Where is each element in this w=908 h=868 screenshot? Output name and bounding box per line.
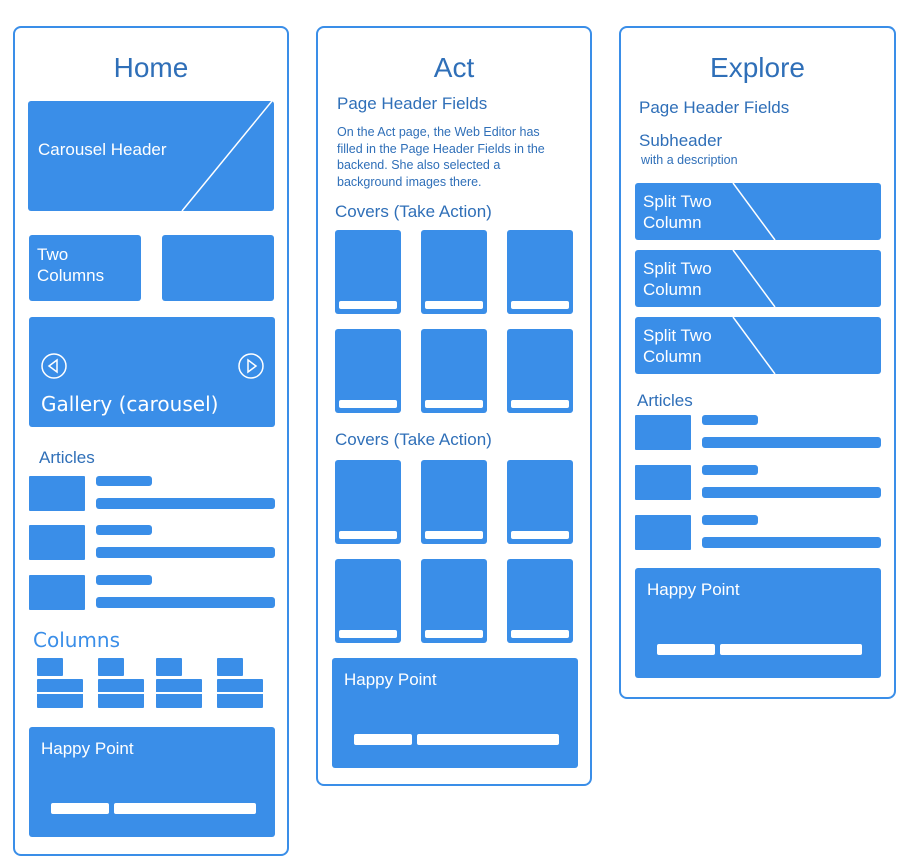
article-text-bar [702,537,881,548]
column-divider [37,692,83,694]
column-footer [37,705,83,708]
cover-button-bar [339,301,397,309]
act-covers-heading-2: Covers (Take Action) [335,430,492,449]
cover-button-bar [511,301,569,309]
cover-card[interactable] [421,329,487,413]
column-divider [156,692,202,694]
cover-button-bar [511,400,569,408]
article-thumb [635,515,691,550]
cover-button-bar [425,630,483,638]
article-text-bar [702,437,881,448]
split-two-column-block: Split Two Column [635,250,881,307]
column-footer [217,705,263,708]
cover-card[interactable] [335,460,401,544]
article-title-bar [96,476,152,486]
cover-button-bar [339,531,397,539]
split-two-column-block: Split Two Column [635,183,881,240]
split-two-column-label: Split Two Column [643,259,712,299]
cover-card[interactable] [421,460,487,544]
cover-card[interactable] [421,230,487,314]
button-bar[interactable] [657,644,715,655]
home-title: Home [113,52,189,83]
home-happy-point-block: Happy Point [29,727,275,837]
column-footer [98,705,144,708]
cover-card[interactable] [335,230,401,314]
act-title: Act [433,52,475,83]
split-two-column-block: Split Two Column [635,317,881,374]
act-page-header-fields: Page Header Fields [337,94,488,113]
button-bar[interactable] [51,803,109,814]
home-articles-heading: Articles [39,448,95,467]
two-columns-right-block [162,235,274,301]
carousel-header-label: Carousel Header [38,140,167,159]
cover-card[interactable] [335,329,401,413]
cover-button-bar [339,630,397,638]
explore-happy-point-block: Happy Point [635,568,881,678]
act-covers-heading-1: Covers (Take Action) [335,202,492,221]
home-columns-heading: Columns [33,628,121,652]
cover-card[interactable] [335,559,401,643]
article-title-bar [96,525,152,535]
article-title-bar [96,575,152,585]
cover-button-bar [425,400,483,408]
two-columns-left-block: Two Columns [29,235,141,301]
cover-card[interactable] [507,460,573,544]
button-bar[interactable] [417,734,559,745]
article-thumb [29,575,85,610]
cover-button-bar [339,400,397,408]
article-thumb [29,476,85,511]
gallery-block: Gallery (carousel) [29,317,275,427]
article-text-bar [96,597,275,608]
button-bar[interactable] [354,734,412,745]
act-panel: Act Page Header Fields On the Act page, … [316,26,592,786]
act-description: On the Act page, the Web Editor has fill… [337,125,545,189]
article-text-bar [96,547,275,558]
explore-page-header-fields: Page Header Fields [639,98,790,117]
home-happy-point-label: Happy Point [41,739,134,758]
column-divider [217,692,263,694]
cover-card[interactable] [507,329,573,413]
explore-articles-heading: Articles [637,391,693,410]
cover-card[interactable] [507,559,573,643]
cover-card[interactable] [507,230,573,314]
explore-subheader: Subheader [639,131,723,150]
act-happy-point-block: Happy Point [332,658,578,768]
cover-button-bar [511,531,569,539]
explore-subheader-desc: with a description [641,153,738,167]
button-bar[interactable] [114,803,256,814]
split-two-column-label: Split Two Column [643,192,712,232]
cover-button-bar [425,301,483,309]
act-happy-point-label: Happy Point [344,670,437,689]
article-title-bar [702,515,758,525]
button-bar[interactable] [720,644,862,655]
explore-panel: Explore Page Header Fields Subheader wit… [619,26,896,699]
cover-button-bar [425,531,483,539]
article-text-bar [96,498,275,509]
column-image [37,658,63,676]
column-footer [156,705,202,708]
carousel-header-block: Carousel Header [28,101,274,211]
chevron-left-icon[interactable] [40,352,68,380]
article-thumb [29,525,85,560]
cover-card[interactable] [421,559,487,643]
explore-title: Explore [710,52,805,83]
article-title-bar [702,415,758,425]
article-thumb [635,465,691,500]
cover-button-bar [511,630,569,638]
article-title-bar [702,465,758,475]
chevron-right-icon[interactable] [237,352,265,380]
article-text-bar [702,487,881,498]
column-image [98,658,124,676]
gallery-label: Gallery (carousel) [41,392,219,416]
home-panel: Home Carousel Header Two Columns Gallery… [13,26,289,856]
column-image [156,658,182,676]
explore-happy-point-label: Happy Point [647,580,740,599]
column-divider [98,692,144,694]
article-thumb [635,415,691,450]
column-image [217,658,243,676]
split-two-column-label: Split Two Column [643,326,712,366]
two-columns-label: Two Columns [37,245,105,285]
